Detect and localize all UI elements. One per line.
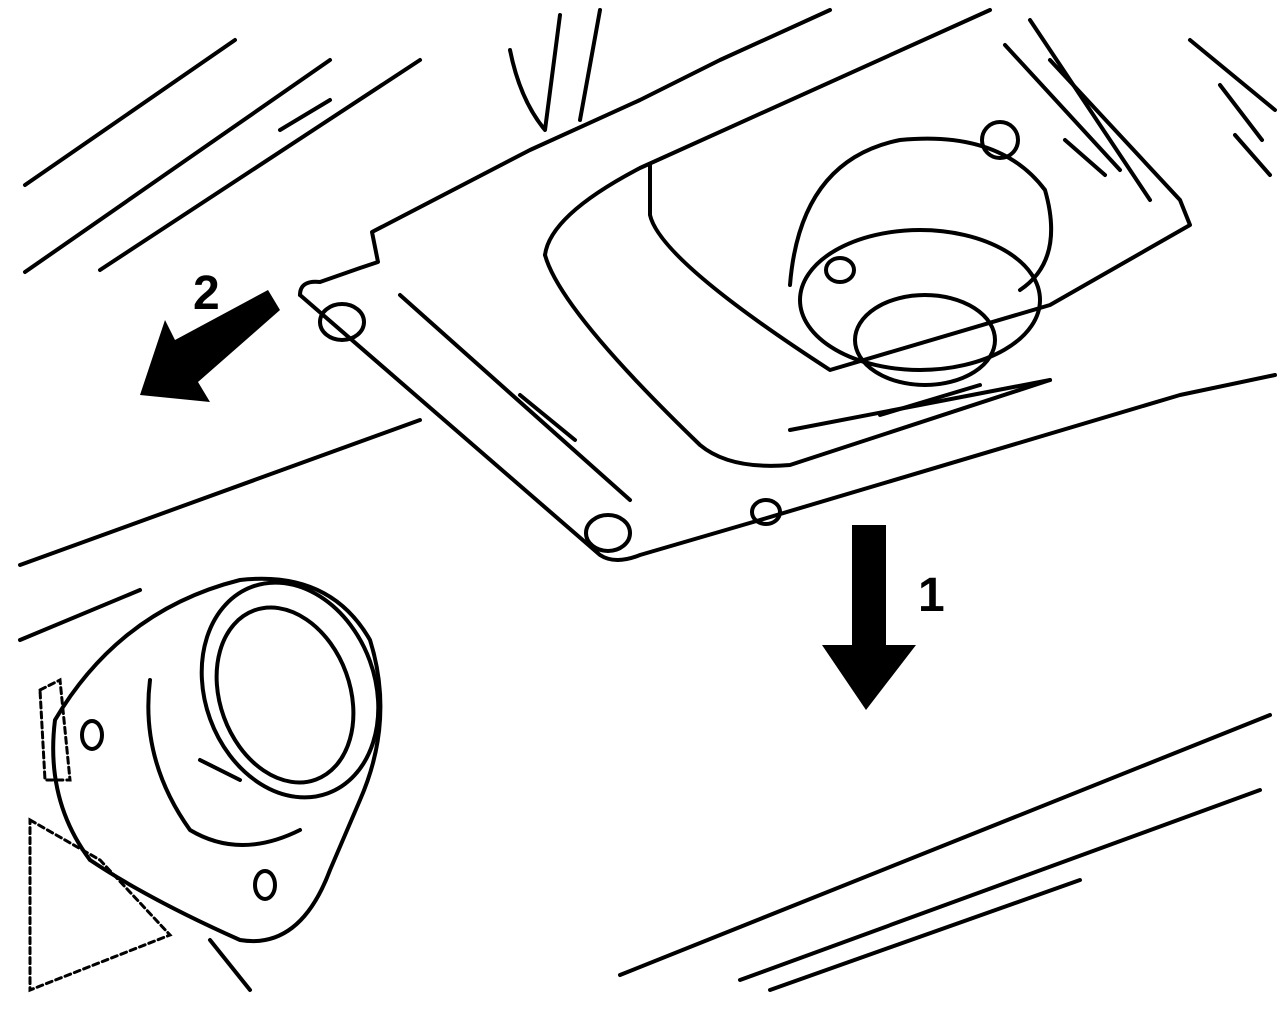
filler-neck	[28, 576, 383, 993]
arrow-1	[822, 525, 916, 710]
arrow-2	[140, 290, 280, 402]
cover-plate	[298, 8, 1277, 562]
arrow-2-label: 2	[193, 267, 220, 320]
arrow-1-label: 1	[918, 569, 945, 622]
filler-cap	[788, 120, 1054, 387]
body-panel-lines	[18, 38, 1272, 992]
